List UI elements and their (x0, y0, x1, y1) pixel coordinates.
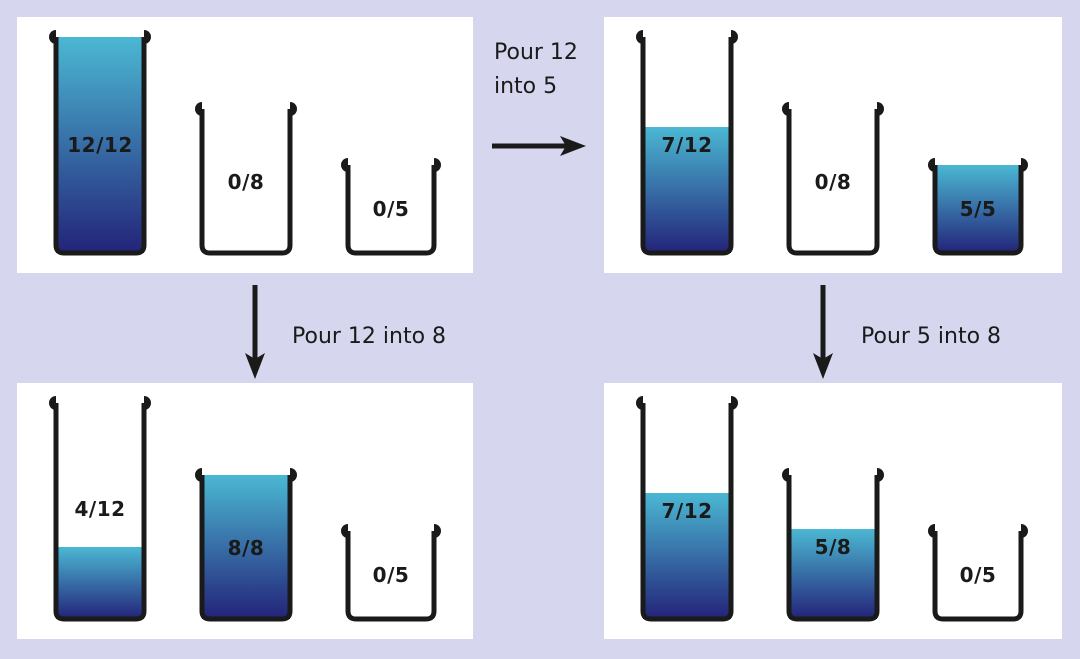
jug-rim-knob (341, 524, 348, 538)
jug-rim-knob (782, 102, 789, 116)
jug-12-shape (636, 30, 738, 256)
jug-12-shape (49, 30, 151, 256)
jug-rim-knob (928, 158, 935, 172)
jug-rim-knob (782, 468, 789, 482)
jug-outline (199, 109, 293, 256)
panel-after-12-into-8: 4/12 8/8 0/5 (17, 383, 473, 639)
step-label-line-2: into 5 (494, 74, 558, 99)
liquid-fill (935, 165, 1021, 253)
jug-drawing (49, 396, 441, 622)
jug-outline (345, 531, 437, 622)
liquid-fill (643, 127, 731, 253)
jug-amount-label: 5/5 (959, 197, 997, 221)
jug-8-shape (195, 102, 297, 256)
liquid-fill (789, 529, 877, 619)
jug-drawing (49, 30, 441, 256)
jug-amount-label: 7/12 (661, 499, 713, 523)
jug-5-shape (928, 158, 1028, 256)
jug-outline (345, 165, 437, 256)
jug-amount-label: 5/8 (814, 535, 852, 559)
jug-amount-label: 8/8 (227, 536, 265, 560)
jug-rim-knob (341, 158, 348, 172)
jug-amount-label: 0/5 (372, 197, 410, 221)
jug-rim-knob (434, 158, 441, 172)
liquid-fill (202, 475, 290, 619)
panel-after-12-into-5: 7/12 0/8 5/5 (604, 17, 1062, 273)
jug-rim-knob (731, 396, 738, 410)
liquid-fill (56, 37, 144, 253)
jug-rim-knob (49, 396, 56, 410)
down-arrow-icon (813, 285, 833, 379)
jug-rim-knob (1021, 158, 1028, 172)
jug-outline (932, 165, 1024, 256)
jug-rim-knob (195, 102, 202, 116)
right-arrow-icon (492, 136, 586, 156)
jug-outline (199, 475, 293, 622)
jug-outline (640, 403, 734, 622)
jug-outline (932, 531, 1024, 622)
liquid-fill (56, 547, 144, 619)
jug-amount-label: 4/12 (74, 497, 126, 521)
jug-outline (53, 403, 147, 622)
jug-amount-label: 12/12 (67, 133, 133, 157)
step-label-line-1: Pour 12 (494, 40, 578, 65)
jug-8-shape (782, 102, 884, 256)
jug-rim-knob (636, 396, 643, 410)
jug-rim-knob (434, 524, 441, 538)
panel-after-5-into-8: 7/12 5/8 0/5 (604, 383, 1062, 639)
jug-drawing (636, 396, 1028, 622)
jug-5-shape (341, 524, 441, 622)
jug-rim-knob (731, 30, 738, 44)
jug-outline (786, 475, 880, 622)
jug-amount-label: 0/5 (372, 563, 410, 587)
jug-amount-label: 0/5 (959, 563, 997, 587)
down-arrow-icon (245, 285, 265, 379)
jug-8-shape (195, 468, 297, 622)
jug-rim-knob (290, 468, 297, 482)
jug-rim-knob (877, 102, 884, 116)
jug-drawing (636, 30, 1028, 256)
jug-rim-knob (144, 30, 151, 44)
jug-rim-knob (290, 102, 297, 116)
liquid-fill (643, 493, 731, 619)
jug-amount-label: 0/8 (227, 170, 265, 194)
jug-rim-knob (195, 468, 202, 482)
jug-amount-label: 0/8 (814, 170, 852, 194)
jug-rim-knob (877, 468, 884, 482)
jug-outline (640, 37, 734, 256)
jug-rim-knob (1021, 524, 1028, 538)
jug-amount-label: 7/12 (661, 133, 713, 157)
jug-rim-knob (144, 396, 151, 410)
step-label-pour-12-into-5: Pour 12 into 5 (494, 36, 578, 104)
jug-rim-knob (636, 30, 643, 44)
step-label-pour-5-into-8: Pour 5 into 8 (861, 324, 1002, 349)
jug-rim-knob (928, 524, 935, 538)
jug-outline (53, 37, 147, 256)
jug-rim-knob (49, 30, 56, 44)
panel-start: 12/12 0/8 0/5 (17, 17, 473, 273)
jug-8-shape (782, 468, 884, 622)
jug-5-shape (928, 524, 1028, 622)
step-label-pour-12-into-8: Pour 12 into 8 (292, 324, 447, 349)
jug-5-shape (341, 158, 441, 256)
jug-outline (786, 109, 880, 256)
jug-12-shape (49, 396, 151, 622)
jug-12-shape (636, 396, 738, 622)
